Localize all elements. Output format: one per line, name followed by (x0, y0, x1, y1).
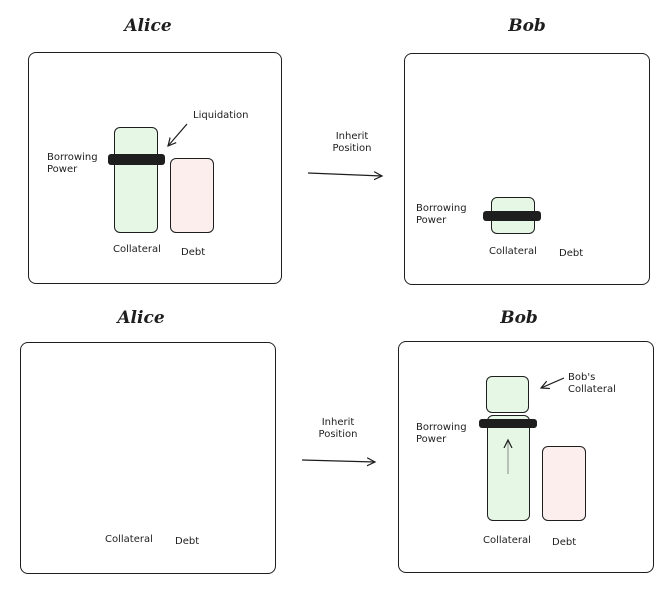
bobs-collateral-label: Bob's Collateral (568, 372, 616, 395)
collateral-label-bob-bottom: Collateral (483, 535, 531, 546)
borrowing-power-label-bob-top: Borrowing Power (416, 203, 467, 226)
borrowing-power-line-bob-top (483, 211, 541, 221)
collateral-label-bob-top: Collateral (489, 246, 537, 257)
debt-bar-bob-bottom (542, 446, 586, 521)
borrowing-power-line-bob-bottom (479, 419, 537, 428)
bob-panel-top (404, 53, 650, 285)
liquidation-arrow (168, 123, 188, 146)
bobs-collateral-arrow (541, 377, 565, 388)
liquidation-label: Liquidation (193, 110, 249, 121)
bobs-collateral-bar (486, 376, 529, 413)
inherit-position-label-top: Inherit Position (332, 131, 372, 154)
debt-label-alice-bottom: Debt (175, 536, 200, 547)
borrowing-power-label-bob-bottom: Borrowing Power (416, 422, 467, 445)
alice-panel-bottom (20, 342, 276, 574)
inherit-arrow-bottom (301, 460, 375, 462)
bob-title-top: Bob (508, 16, 546, 36)
borrowing-power-label-alice-top: Borrowing Power (47, 152, 98, 175)
debt-bar-alice-top (170, 158, 214, 233)
inherit-position-label-bottom: Inherit Position (318, 417, 358, 440)
debt-label-bob-bottom: Debt (552, 537, 577, 548)
collateral-label-alice-top: Collateral (113, 244, 161, 255)
collateral-bar-alice-top (114, 127, 158, 233)
debt-label-bob-top: Debt (559, 248, 584, 259)
inherit-arrow-top (307, 173, 382, 176)
alice-title-bottom: Alice (117, 308, 165, 328)
debt-label-alice-top: Debt (181, 247, 206, 258)
borrowing-power-line-alice-top (108, 154, 165, 165)
alice-title-top: Alice (124, 16, 172, 36)
bob-title-bottom: Bob (500, 308, 538, 328)
collateral-label-alice-bottom: Collateral (105, 534, 153, 545)
